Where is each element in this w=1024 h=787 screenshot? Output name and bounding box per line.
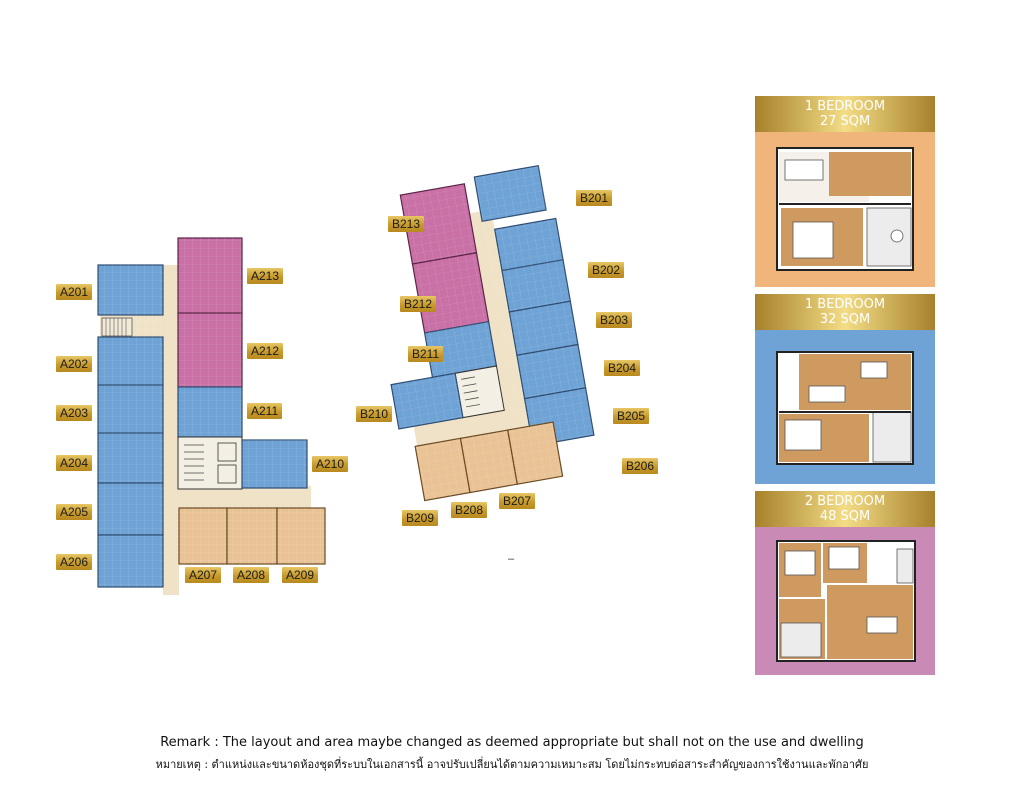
unit-type-2-header: 1 BEDROOM 32 SQM — [755, 294, 935, 330]
label-b204: B204 — [604, 360, 641, 376]
label-a204: A204 — [56, 455, 93, 471]
unit-type-1-header: 1 BEDROOM 27 SQM — [755, 96, 935, 132]
label-a202: A202 — [56, 356, 93, 372]
remark-english: Remark : The layout and area maybe chang… — [160, 735, 864, 750]
unit-type-3-plan — [755, 527, 935, 675]
remark-thai: หมายเหตุ : ตำแหน่งและขนาดห้องชุดที่ระบบใ… — [155, 758, 869, 771]
unit-type-1-plan — [755, 132, 935, 287]
label-a212: A212 — [247, 343, 284, 359]
label-a209: A209 — [282, 567, 319, 583]
building-a-east-units — [177, 237, 243, 438]
dash-mark: – — [508, 553, 515, 565]
label-a208: A208 — [233, 567, 270, 583]
label-a207: A207 — [185, 567, 222, 583]
label-a211: A211 — [247, 403, 283, 419]
unit-type-2-plan — [755, 330, 935, 484]
label-a206: A206 — [56, 554, 93, 570]
unit-type-1-area: 27 SQM — [819, 114, 871, 129]
unit-type-3-area: 48 SQM — [819, 509, 871, 524]
building-a-south-units — [178, 507, 326, 565]
label-a201: A201 — [56, 284, 93, 300]
unit-type-2-area: 32 SQM — [819, 312, 871, 327]
label-a210: A210 — [312, 456, 349, 472]
label-b205: B205 — [613, 408, 650, 424]
label-b206: B206 — [622, 458, 659, 474]
building-a-west-units — [97, 264, 164, 588]
unit-type-1-title: 1 BEDROOM — [804, 99, 886, 114]
label-b212: B212 — [400, 296, 437, 312]
label-b213: B213 — [388, 216, 425, 232]
label-a203: A203 — [56, 405, 93, 421]
label-b209: B209 — [402, 510, 439, 526]
label-b207: B207 — [499, 493, 536, 509]
label-b208: B208 — [451, 502, 488, 518]
building-a-stair-north — [101, 317, 133, 337]
unit-type-3-title: 2 BEDROOM — [804, 494, 886, 509]
unit-type-2-title: 1 BEDROOM — [804, 297, 886, 312]
label-b211: B211 — [408, 346, 444, 362]
label-b210: B210 — [356, 406, 393, 422]
label-a205: A205 — [56, 504, 93, 520]
building-a-core — [177, 436, 243, 490]
label-b202: B202 — [588, 262, 625, 278]
label-b203: B203 — [596, 312, 633, 328]
label-a213: A213 — [247, 268, 284, 284]
label-b201: B201 — [576, 190, 613, 206]
unit-type-3-header: 2 BEDROOM 48 SQM — [755, 491, 935, 527]
